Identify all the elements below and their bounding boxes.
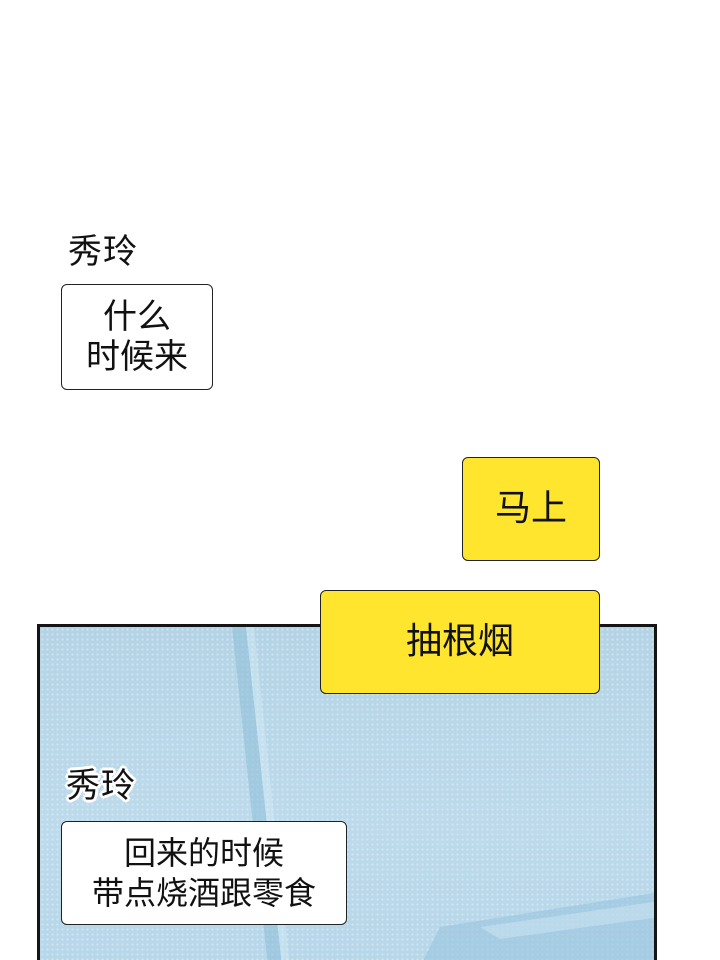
bubble-line-1: 回来的时候 — [123, 834, 284, 872]
reply-text-2: 抽根烟 — [405, 621, 514, 662]
message-bubble-bring-snacks: 回来的时候 带点烧酒跟零食 — [61, 821, 347, 925]
reply-bubble-right-away: 马上 — [462, 457, 600, 561]
bubble-line-2: 时候来 — [86, 337, 188, 377]
bubble-line-1: 什么 — [103, 297, 171, 337]
message-bubble-when-coming: 什么 时候来 — [61, 284, 213, 390]
speaker-name-bottom: 秀玲 — [66, 766, 136, 806]
reply-text-1: 马上 — [494, 488, 567, 529]
speaker-name-top: 秀玲 — [68, 232, 138, 272]
bubble-line-2: 带点烧酒跟零食 — [91, 874, 316, 912]
light-streak-3 — [423, 892, 654, 960]
light-streak-4 — [480, 901, 654, 939]
reply-bubble-smoke: 抽根烟 — [320, 590, 600, 694]
